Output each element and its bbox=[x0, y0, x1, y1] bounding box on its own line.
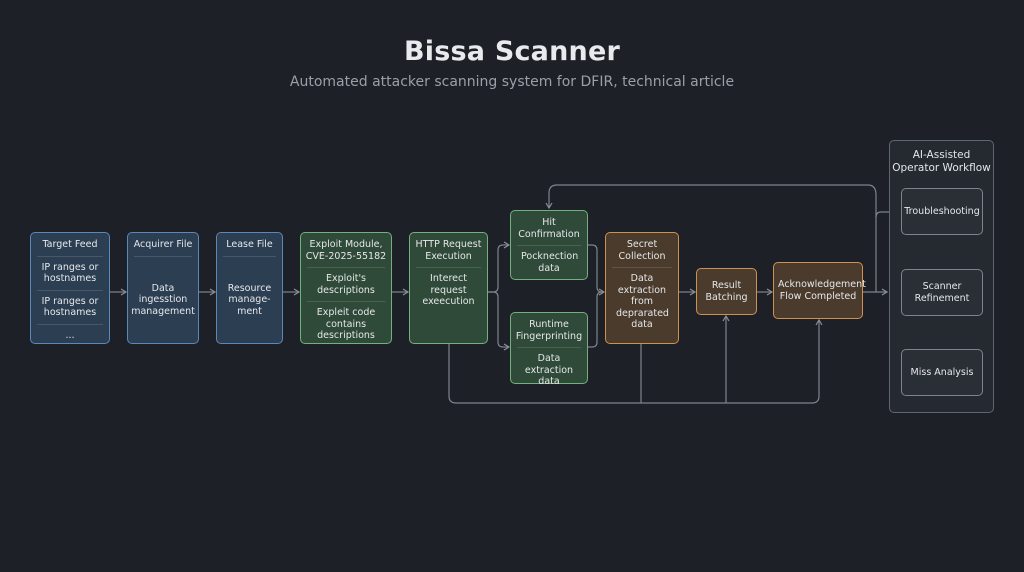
node-scanner-refinement[interactable]: Scanner Refinement bbox=[901, 269, 983, 316]
node-hit-confirmation[interactable]: Hit Confirmation Pocknection data bbox=[510, 210, 588, 280]
node-title: Secret Collection bbox=[618, 239, 666, 262]
operator-panel-title: AI-Assisted Operator Workflow bbox=[892, 149, 991, 174]
node-title: Hit Confirmation bbox=[518, 217, 580, 240]
node-title: Runtime Fingerprinting bbox=[515, 319, 583, 342]
node-item: IP ranges or hostnames bbox=[37, 289, 103, 324]
diagram-subtitle: Automated attacker scanning system for D… bbox=[289, 74, 735, 90]
node-item: ... bbox=[37, 323, 103, 347]
node-troubleshooting[interactable]: Troubleshooting bbox=[901, 188, 983, 235]
node-item: IP ranges or hostnames bbox=[37, 255, 103, 290]
diagram-title: Bissa Scanner bbox=[404, 36, 620, 67]
bottom-bus bbox=[448, 318, 823, 404]
step-label: Miss Analysis bbox=[910, 366, 974, 378]
node-acknowledgement[interactable]: Acknowledgement Flow Completed bbox=[773, 262, 866, 319]
node-exploit-module[interactable]: Exploit Module, CVE-2025-55182 Exploit's… bbox=[300, 232, 392, 344]
node-target-feed[interactable]: Target Feed IP ranges or hostnames IP ra… bbox=[30, 232, 110, 344]
arrow-http-to-hit bbox=[488, 241, 511, 293]
node-miss-analysis[interactable]: Miss Analysis bbox=[901, 349, 983, 396]
node-title: Target Feed bbox=[42, 239, 98, 250]
step-label: Troubleshooting bbox=[904, 205, 980, 217]
node-body: Data ingesstion management bbox=[131, 255, 195, 344]
node-lease-file[interactable]: Lease File Resource manage-ment bbox=[216, 232, 283, 344]
node-body: Interect request exeecution bbox=[416, 267, 481, 313]
connector-troubleshoot-branch bbox=[875, 211, 901, 218]
node-title: Exploit Module, CVE-2025-55182 bbox=[305, 239, 387, 262]
node-secret-collection[interactable]: Secret Collection Data extraction from d… bbox=[605, 232, 679, 344]
node-item: Expleit code contains descriptions bbox=[307, 301, 385, 347]
arrow-hit-to-secret bbox=[588, 244, 606, 296]
node-body: Resource manage-ment bbox=[223, 255, 276, 344]
node-body: Data extraction from deprarated data bbox=[612, 267, 672, 336]
node-title: Lease File bbox=[226, 239, 273, 250]
node-acquirer-file[interactable]: Acquirer File Data ingesstion management bbox=[127, 232, 199, 344]
node-runtime-fingerprinting[interactable]: Runtime Fingerprinting Data extraction d… bbox=[510, 312, 588, 387]
node-title: Acquirer File bbox=[133, 239, 193, 250]
arrow-runtime-to-secret bbox=[588, 291, 603, 348]
node-http-request[interactable]: HTTP Request Execution Interect request … bbox=[409, 232, 488, 344]
node-result-batching[interactable]: Result Batching bbox=[696, 268, 757, 315]
arrow-feedback-to-hit bbox=[545, 184, 877, 292]
node-body: Data extraction data bbox=[517, 347, 581, 393]
node-item: Exploit's descriptions bbox=[307, 267, 385, 301]
node-body: Pocknection data bbox=[517, 245, 581, 279]
node-title: Result Batching bbox=[705, 280, 748, 303]
node-title: Acknowledgement Flow Completed bbox=[778, 279, 866, 302]
node-title: HTTP Request Execution bbox=[415, 239, 482, 262]
arrow-http-to-runtime bbox=[488, 291, 511, 351]
step-label: Scanner Refinement bbox=[914, 281, 970, 304]
